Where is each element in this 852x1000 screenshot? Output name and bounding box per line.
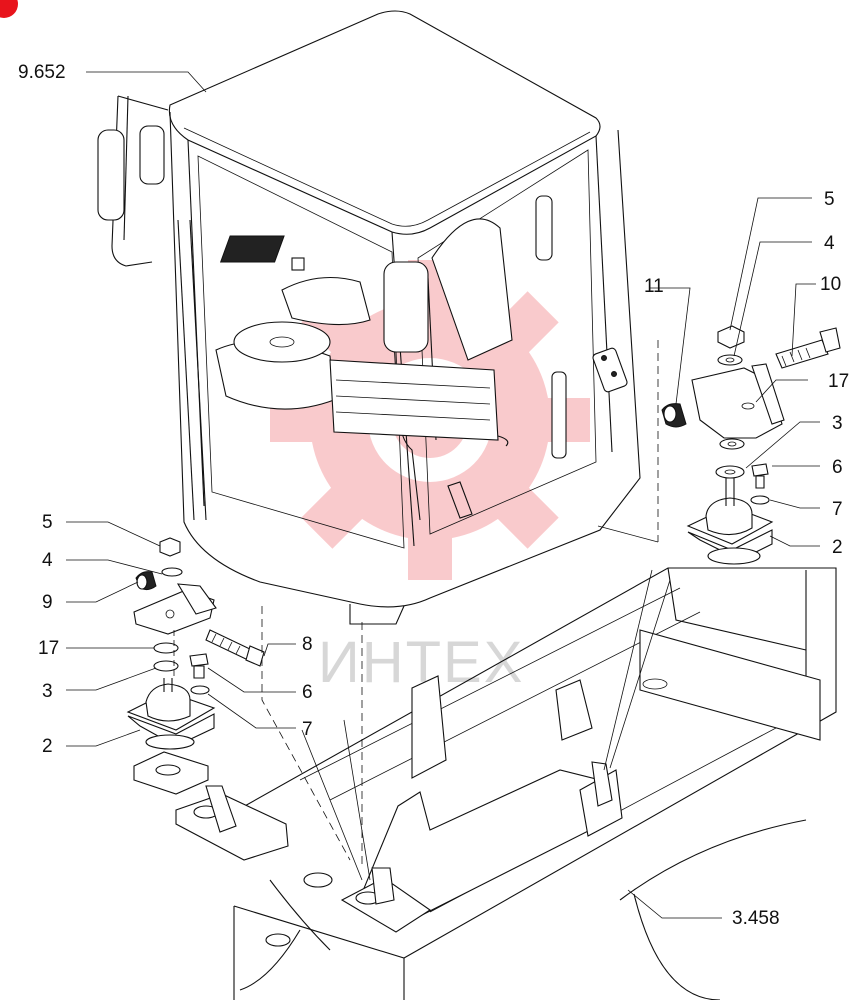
label-right-11: 11 <box>644 276 664 297</box>
frame-drawing <box>175 567 837 1000</box>
cab-drawing <box>97 10 641 625</box>
label-mid-6: 6 <box>302 682 313 703</box>
label-left-17: 17 <box>38 638 59 659</box>
leader-lines <box>66 71 820 919</box>
label-mid-8: 8 <box>302 634 313 655</box>
label-right-6: 6 <box>832 457 843 478</box>
label-left-3: 3 <box>42 681 53 702</box>
label-right-3: 3 <box>832 413 843 434</box>
right-mount-parts <box>661 325 841 565</box>
label-right-10: 10 <box>820 274 841 295</box>
label-cab-ref: 9.652 <box>18 62 66 83</box>
label-frame-ref: 3.458 <box>732 908 780 929</box>
label-left-9: 9 <box>42 592 53 613</box>
label-right-2: 2 <box>832 537 843 558</box>
left-mount-parts <box>126 537 265 795</box>
label-right-4: 4 <box>824 233 835 254</box>
label-right-5: 5 <box>824 189 835 210</box>
callout-labels: 9.652 5 4 10 11 17 3 6 7 2 5 4 9 17 3 2 … <box>18 62 849 929</box>
label-left-2: 2 <box>42 736 53 757</box>
label-left-4: 4 <box>42 550 53 571</box>
label-right-7: 7 <box>832 499 843 520</box>
corner-marker-icon <box>0 0 18 18</box>
label-left-5: 5 <box>42 512 53 533</box>
label-mid-7: 7 <box>302 719 313 740</box>
label-right-17: 17 <box>828 371 849 392</box>
